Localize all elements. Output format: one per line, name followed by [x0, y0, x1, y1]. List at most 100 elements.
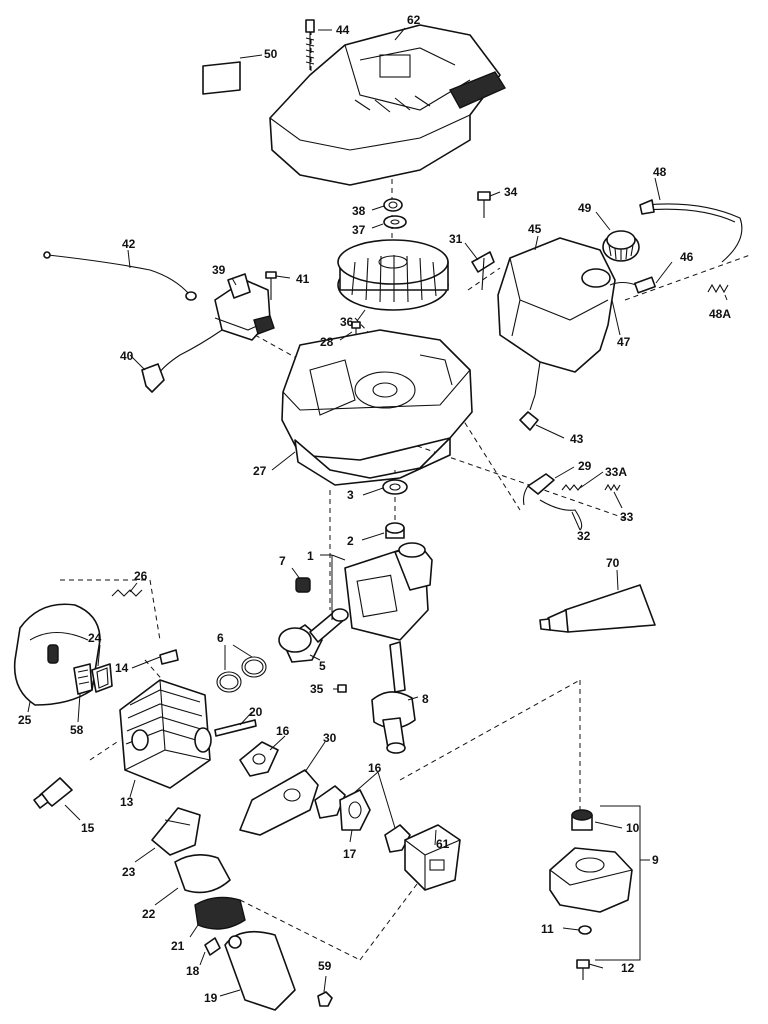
- callout-21: 21: [171, 939, 185, 953]
- callout-34: 34: [504, 185, 518, 199]
- filter-bracket: [91, 663, 113, 693]
- callout-35: 35: [310, 682, 324, 696]
- cover-screw: [305, 19, 315, 70]
- callout-41: 41: [296, 272, 310, 286]
- callout-48: 48: [653, 165, 667, 179]
- primer-screw: [576, 959, 590, 980]
- callout-7: 7: [279, 554, 286, 568]
- callout-1: 1: [307, 549, 314, 563]
- choke-cover: [151, 807, 201, 856]
- throttle-trigger: [522, 473, 555, 506]
- flywheel: [337, 239, 449, 311]
- cylinder: [119, 679, 212, 789]
- primer-bulb: [571, 809, 593, 831]
- lubricant-tube: [539, 584, 656, 633]
- callout-13: 13: [120, 795, 134, 809]
- callout-15: 15: [81, 821, 95, 835]
- flywheel-nut: [383, 198, 403, 212]
- callout-14: 14: [115, 661, 129, 675]
- callout-24: 24: [88, 631, 102, 645]
- callout-46: 46: [680, 250, 694, 264]
- piston-assembly: [278, 608, 349, 663]
- callout-33A: 33A: [605, 465, 627, 479]
- crankcase: [344, 542, 433, 641]
- callout-49: 49: [578, 201, 592, 215]
- callout-25: 25: [18, 713, 32, 727]
- crank-bearing: [385, 522, 405, 539]
- primer-housing: [549, 847, 633, 913]
- callout-28: 28: [320, 335, 334, 349]
- callout-26: 26: [134, 569, 148, 583]
- callout-43: 43: [570, 432, 584, 446]
- callout-23: 23: [122, 865, 136, 879]
- callout-10: 10: [626, 821, 640, 835]
- callout-40: 40: [120, 349, 134, 363]
- callout-17: 17: [343, 847, 357, 861]
- ground-wire: [43, 251, 197, 301]
- trigger-spring-b: [604, 483, 621, 492]
- callout-20: 20: [249, 705, 263, 719]
- primer-washer: [578, 925, 592, 935]
- trigger-spring: [561, 484, 583, 491]
- tank-strap: [639, 199, 743, 263]
- callout-33: 33: [620, 510, 634, 524]
- callout-38: 38: [352, 204, 366, 218]
- callout-3: 3: [347, 488, 354, 502]
- callout-19: 19: [204, 991, 218, 1005]
- callout-2: 2: [347, 534, 354, 548]
- leader-lines: [27, 27, 728, 997]
- callout-45: 45: [528, 222, 542, 236]
- callout-37: 37: [352, 223, 366, 237]
- callout-5: 5: [319, 659, 326, 673]
- callout-42: 42: [122, 237, 136, 251]
- callout-36: 36: [340, 315, 354, 329]
- callout-30: 30: [323, 731, 337, 745]
- engine-housing: [281, 329, 473, 486]
- intake-adapter: [339, 789, 371, 831]
- callout-6: 6: [217, 631, 224, 645]
- callout-18: 18: [186, 964, 200, 978]
- callout-27: 27: [253, 464, 267, 478]
- bracket-screw: [477, 191, 491, 218]
- callout-16: 16: [276, 724, 290, 738]
- callout-9: 9: [652, 853, 659, 867]
- needle-bearing: [295, 577, 311, 593]
- callout-39: 39: [212, 263, 226, 277]
- engine-cover: [269, 24, 507, 186]
- callout-12: 12: [621, 961, 635, 975]
- air-filter-foam: [174, 854, 231, 894]
- crank-seal: [382, 479, 408, 495]
- intake-screw: [204, 937, 221, 956]
- callout-44: 44: [336, 23, 350, 37]
- callout-59: 59: [318, 959, 332, 973]
- strap-spring: [707, 283, 729, 294]
- callout-11: 11: [541, 922, 554, 936]
- spark-plug: [33, 777, 73, 809]
- shaft-key: [337, 684, 347, 693]
- crankshaft: [371, 641, 416, 754]
- cover-spring: [111, 589, 143, 597]
- fuel-cap: [602, 230, 640, 262]
- heat-shield: [239, 769, 319, 836]
- callout-22: 22: [142, 907, 156, 921]
- callout-58: 58: [70, 723, 84, 737]
- filter-screw: [159, 649, 179, 665]
- piston-pin: [214, 719, 257, 737]
- callout-29: 29: [578, 459, 592, 473]
- decal-label: [202, 61, 241, 95]
- callout-47: 47: [617, 335, 631, 349]
- callout-61: 61: [436, 837, 450, 851]
- callout-31: 31: [449, 232, 463, 246]
- callout-16: 16: [368, 761, 382, 775]
- callout-8: 8: [422, 692, 429, 706]
- intake-nut: [317, 991, 333, 1007]
- carburetor: [404, 824, 461, 891]
- module-screw: [265, 271, 277, 300]
- callout-labels: 44 62 50 38 34 37 48 49 45 31 42 39 41 4…: [18, 13, 731, 1005]
- throttle-wire: [539, 499, 583, 531]
- piston-rings: [216, 656, 267, 693]
- callout-32: 32: [577, 529, 591, 543]
- bracket-clip: [471, 251, 495, 291]
- callout-48A: 48A: [709, 307, 731, 321]
